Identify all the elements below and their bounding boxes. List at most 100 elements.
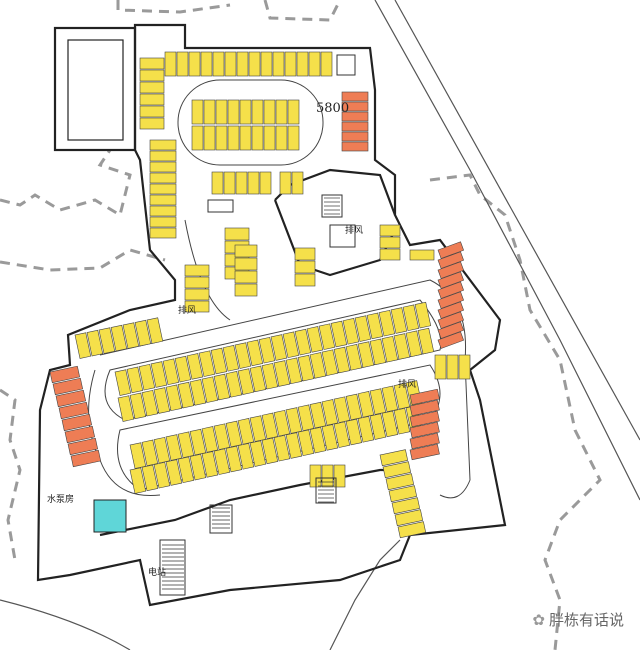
parking-stall (345, 344, 363, 371)
parking-stall (275, 99, 288, 125)
parking-stall (191, 99, 204, 125)
special-parking-stall (437, 331, 465, 349)
special-parking-stall (67, 437, 99, 456)
parking-stall (263, 99, 276, 125)
parking-stall (251, 99, 264, 125)
special-parking-stall (409, 432, 440, 450)
parking-stall (153, 387, 171, 414)
parking-stall (294, 260, 316, 274)
parking-stall (354, 315, 372, 342)
parking-stall (198, 350, 216, 377)
parking-stall (203, 125, 216, 151)
parking-stall (333, 464, 346, 488)
parking-stall (129, 392, 147, 420)
parking-stall (297, 429, 315, 457)
exhaust-label-west: 排风 (178, 304, 196, 316)
parking-stall (357, 416, 375, 443)
parking-stall (149, 205, 177, 217)
parking-stall (237, 443, 255, 470)
special-parking-stall (341, 131, 369, 142)
parking-stall (393, 407, 411, 435)
parking-stall (189, 379, 207, 406)
parking-stall (388, 485, 418, 503)
parking-stall (296, 51, 309, 77)
parking-stall (215, 125, 228, 151)
parking-stall (149, 172, 177, 184)
parking-stall (191, 125, 204, 151)
parking-stall (234, 244, 258, 258)
parking-stall (114, 369, 132, 396)
parking-stall (237, 418, 255, 445)
parking-stall (261, 437, 279, 465)
parking-stall (234, 257, 258, 271)
parking-stall (297, 354, 315, 382)
parking-stall (86, 329, 104, 357)
parking-stall (201, 376, 219, 403)
parking-stall (345, 393, 363, 421)
parking-stall (446, 354, 459, 380)
parking-stall (117, 395, 135, 422)
parking-stall (382, 461, 412, 479)
parking-stall (213, 423, 231, 450)
parking-stall (211, 171, 224, 195)
parking-stall (165, 434, 183, 461)
parking-stall (333, 346, 351, 374)
parking-stall (284, 51, 297, 77)
parking-stall (234, 270, 258, 284)
parking-stall (381, 385, 399, 413)
parking-stall (369, 413, 387, 440)
parking-stall (291, 171, 304, 195)
special-parking-stall (341, 101, 369, 112)
special-parking-stall (341, 91, 369, 102)
parking-stall (397, 521, 427, 539)
parking-stall (184, 300, 210, 313)
parking-stall (213, 448, 231, 475)
exhaust-label-east: 排风 (398, 378, 416, 390)
parking-stall (275, 125, 288, 151)
parking-stall (184, 264, 210, 277)
parking-stall (188, 51, 201, 77)
parking-stall (272, 51, 285, 77)
parking-stall (150, 361, 168, 388)
parking-stall (285, 357, 303, 385)
watermark-text: 胖栋有话说 (548, 611, 624, 629)
parking-stall (141, 389, 159, 417)
parking-stall (393, 382, 411, 410)
pump-room-label: 水泵房 (47, 493, 74, 505)
parking-stall (251, 125, 264, 151)
parking-stall (189, 453, 207, 481)
parking-stalls (49, 51, 471, 539)
parking-stall (174, 355, 192, 383)
parking-stall (379, 248, 401, 261)
special-parking-stall (437, 261, 465, 279)
parking-stall (129, 442, 147, 469)
parking-stall (224, 227, 250, 241)
special-parking-stall (70, 449, 102, 468)
parking-stall (309, 426, 327, 454)
parking-stall (224, 51, 237, 77)
parking-stall (139, 57, 165, 70)
parking-stall (390, 307, 408, 334)
parking-stall (306, 326, 324, 353)
parking-stall (149, 139, 177, 151)
parking-stall (287, 125, 300, 151)
parking-stall (357, 341, 375, 368)
parking-stall (164, 51, 177, 77)
parking-stall (247, 171, 260, 195)
parking-stall (201, 426, 219, 453)
parking-stall (263, 125, 276, 151)
parking-stall (149, 227, 177, 239)
parking-stall (227, 125, 240, 151)
parking-stall (249, 415, 267, 442)
parking-stall (369, 388, 387, 415)
parking-stall (259, 171, 272, 195)
parking-stall (213, 373, 231, 401)
special-parking-stall (437, 271, 465, 289)
parking-stall (146, 317, 164, 344)
parking-stall (98, 327, 116, 354)
parking-stall (409, 249, 435, 261)
parking-stall (177, 456, 195, 484)
parking-stall (294, 328, 312, 356)
stair-cores (159, 54, 356, 596)
parking-stall (391, 497, 421, 515)
